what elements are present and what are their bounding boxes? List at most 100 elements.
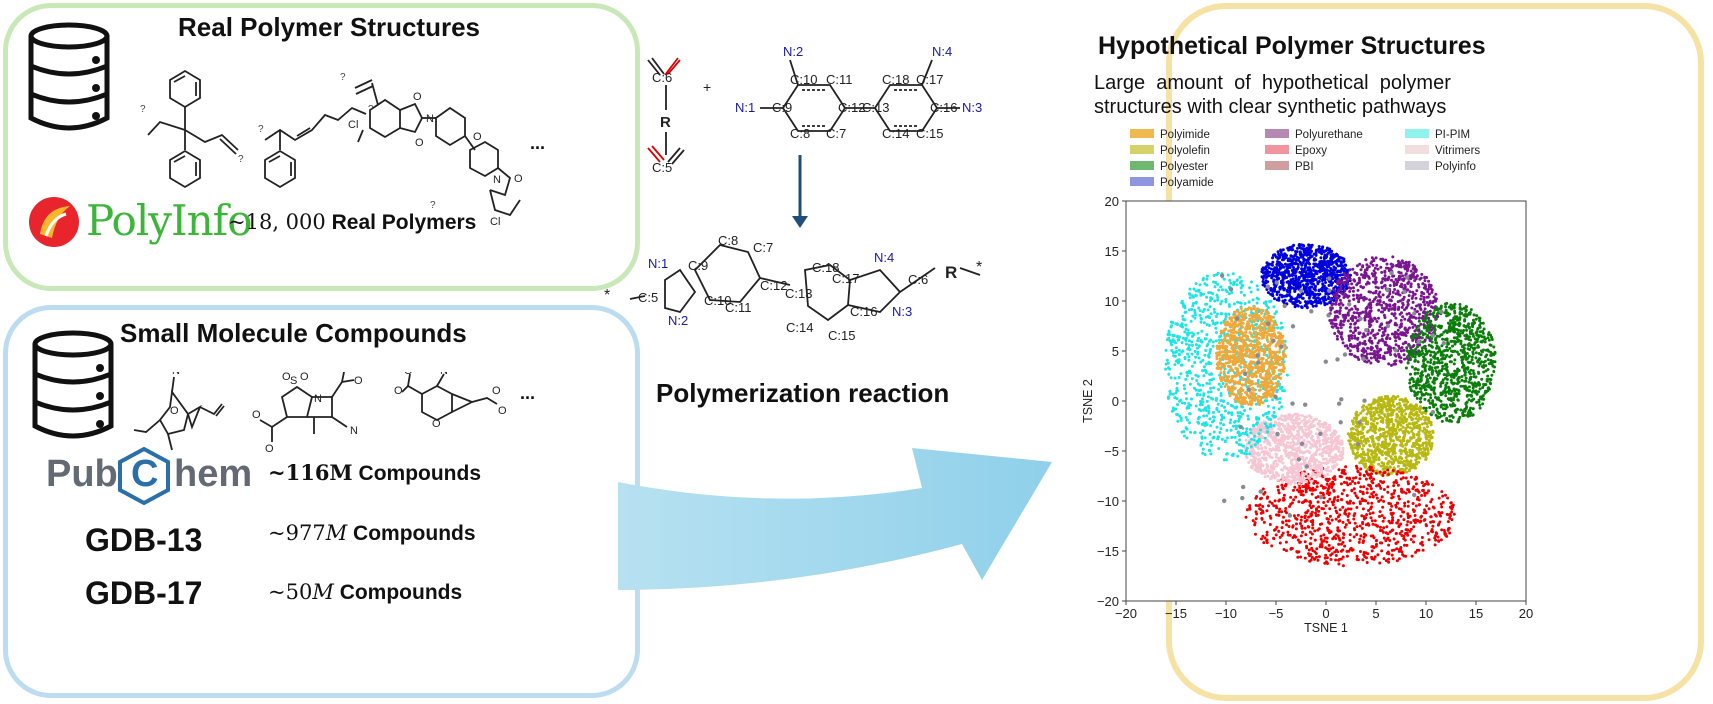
scatter-point	[1341, 520, 1345, 524]
small-ellipsis: ...	[520, 383, 536, 403]
scatter-point	[1322, 250, 1326, 254]
scatter-point	[1338, 538, 1342, 542]
scatter-point	[1406, 454, 1410, 458]
scatter-point	[1388, 345, 1391, 349]
scatter-point	[1290, 501, 1294, 505]
scatter-point	[1381, 450, 1384, 453]
scatter-point	[1381, 293, 1385, 297]
scatter-point	[1284, 507, 1288, 510]
legend-label: PBI	[1295, 161, 1314, 173]
scatter-point	[1468, 326, 1471, 330]
scatter-point	[1329, 306, 1333, 310]
scatter-point	[1343, 288, 1347, 292]
scatter-point	[1346, 282, 1350, 286]
scatter-point	[1299, 493, 1303, 496]
scatter-point	[1350, 336, 1354, 340]
scatter-point	[1476, 326, 1480, 330]
scatter-point	[1273, 528, 1277, 531]
scatter-point	[1408, 290, 1412, 294]
scatter-point	[1410, 306, 1414, 310]
scatter-point	[1299, 534, 1303, 538]
scatter-point	[1299, 555, 1303, 559]
scatter-point	[1304, 264, 1308, 268]
scatter-point	[1441, 494, 1445, 498]
scatter-point	[1435, 371, 1439, 374]
scatter-point	[1456, 368, 1460, 372]
scatter-point	[1355, 283, 1359, 287]
scatter-point	[1332, 477, 1336, 481]
scatter-point	[1363, 465, 1367, 469]
scatter-point	[1449, 360, 1453, 364]
scatter-point	[1394, 505, 1398, 509]
scatter-point	[1349, 507, 1353, 511]
scatter-point	[1342, 276, 1345, 280]
scatter-point	[1404, 412, 1408, 416]
scatter-point	[1465, 386, 1468, 390]
scatter-point	[1408, 462, 1412, 466]
scatter-point	[1446, 371, 1450, 375]
atom-label-r-top: R	[660, 114, 671, 131]
scatter-point	[1454, 336, 1458, 340]
scatter-point	[1309, 467, 1313, 471]
scatter-point	[1436, 373, 1440, 377]
scatter-point	[1408, 468, 1411, 472]
scatter-point	[1362, 332, 1366, 336]
scatter-point	[1339, 301, 1343, 305]
scatter-point	[1331, 281, 1335, 285]
scatter-point	[1363, 273, 1367, 277]
scatter-point	[1394, 336, 1398, 340]
scatter-point	[1401, 342, 1405, 346]
scatter-point	[1482, 382, 1486, 386]
scatter-point	[1374, 493, 1378, 497]
scatter-point	[1362, 444, 1366, 448]
scatter-point	[1385, 525, 1389, 529]
scatter-point	[1419, 396, 1423, 400]
scatter-point	[1419, 297, 1423, 301]
scatter-point	[1324, 249, 1328, 253]
scatter-point	[1298, 540, 1302, 544]
scatter-point	[1416, 324, 1420, 328]
scatter-point	[1317, 527, 1321, 531]
scatter-point	[1369, 403, 1373, 407]
scatter-point	[1370, 452, 1374, 456]
scatter-point	[1317, 555, 1321, 559]
scatter-point	[1378, 510, 1382, 514]
scatter-point	[1338, 311, 1342, 315]
scatter-point	[1425, 491, 1429, 495]
scatter-point	[1489, 359, 1493, 362]
atom-label-c7-bottom: C:7	[753, 240, 773, 255]
scatter-point	[1425, 352, 1428, 356]
scatter-point	[1414, 417, 1418, 420]
scatter-point	[1399, 423, 1403, 427]
scatter-point	[1401, 438, 1405, 442]
scatter-point	[1382, 467, 1386, 471]
scatter-point	[1364, 418, 1368, 422]
scatter-point	[1380, 514, 1384, 518]
scatter-point	[1333, 550, 1337, 554]
scatter-point	[1418, 410, 1422, 414]
scatter-point	[1416, 334, 1419, 338]
scatter-point	[1276, 260, 1279, 264]
scatter-point	[1344, 306, 1348, 310]
scatter-point	[1322, 257, 1326, 261]
scatter-point	[1328, 497, 1332, 501]
atom-label-c9-bottom: C:9	[688, 258, 708, 273]
scatter-point	[1340, 256, 1344, 260]
reaction-plus-sign: +	[703, 79, 711, 95]
scatter-point	[1429, 423, 1433, 427]
scatter-point	[1393, 353, 1397, 357]
scatter-point	[1474, 351, 1478, 355]
scatter-point	[1336, 296, 1340, 300]
scatter-point	[1352, 487, 1356, 491]
scatter-point	[1464, 379, 1468, 383]
scatter-point	[1381, 277, 1385, 281]
atom-label-c11-top: C:11	[826, 72, 853, 87]
scatter-point	[1290, 268, 1294, 272]
scatter-point	[1422, 345, 1426, 349]
scatter-point	[1441, 500, 1445, 504]
scatter-point	[1353, 334, 1357, 338]
scatter-point	[1355, 506, 1359, 509]
scatter-point	[1298, 486, 1302, 490]
scatter-point	[1330, 552, 1334, 556]
scatter-point	[1254, 503, 1258, 507]
